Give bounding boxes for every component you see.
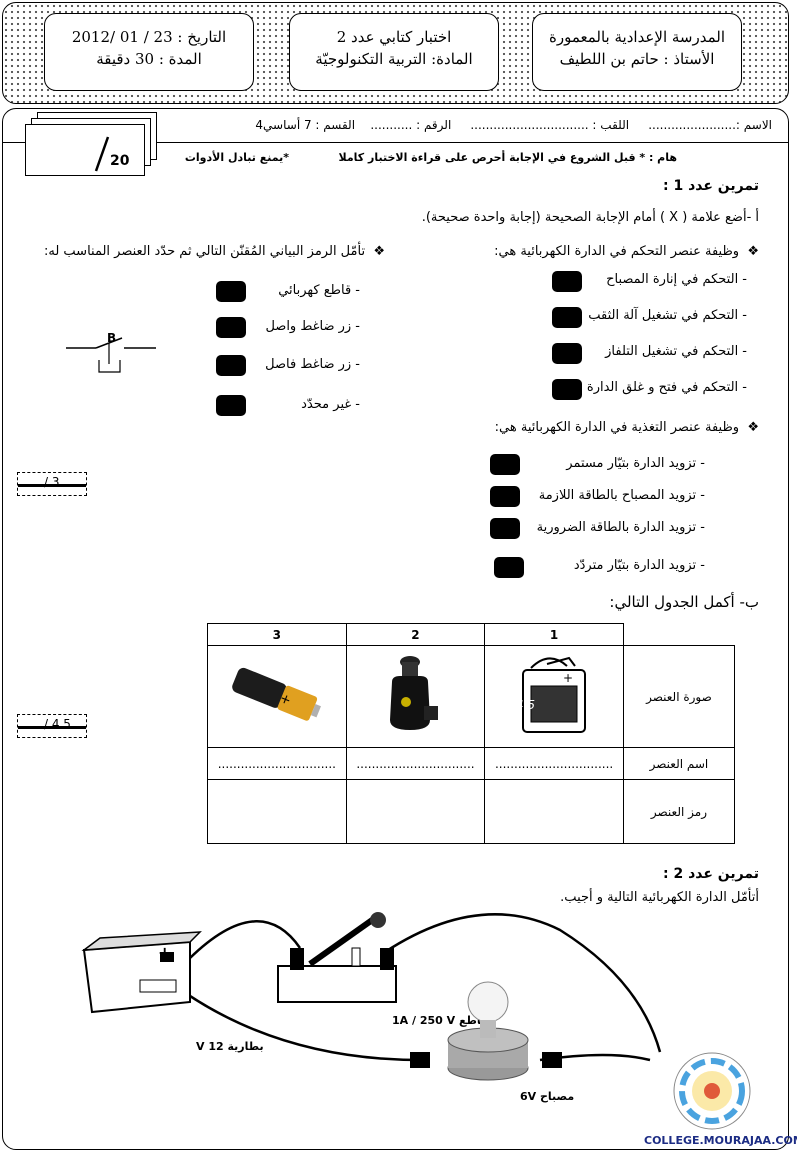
site-logo-icon <box>673 1052 751 1130</box>
exam-box: اختبار كتابي عدد 2 المادة: التربية التكن… <box>289 13 499 91</box>
score-box-b: / 4.5 <box>17 714 87 738</box>
flat-battery-image: 4.5 V + <box>504 656 587 733</box>
exam-title: اختبار كتابي عدد 2 <box>336 28 452 46</box>
exam-subject: المادة: التربية التكنولوجيّة <box>315 50 473 68</box>
q2-option-2: - زر ضاغط واصل <box>265 319 360 334</box>
q1-option-2: - التحكم في تشغيل آلة الثقب <box>588 308 747 323</box>
table-corner <box>623 624 734 646</box>
instruction-note: *يمنع تبادل الأدوات <box>184 151 289 164</box>
row-label-image: صورة العنصر <box>622 645 736 748</box>
wire-battery-switch <box>189 920 302 959</box>
lamp <box>410 981 562 1081</box>
score-a: / 3 <box>44 475 60 489</box>
q2-question-text: تأمّل الرمز البياني المُقنّن التالي ثم ح… <box>43 244 366 259</box>
cell-image-2 <box>345 645 486 748</box>
q3-option-3: - تزويد الدارة بالطاقة الضرورية <box>536 520 705 535</box>
q3-checkbox-4[interactable] <box>494 557 524 578</box>
school-name: المدرسة الإعدادية بالمعمورة <box>548 28 726 46</box>
q2-checkbox-3[interactable] <box>216 355 246 376</box>
exam-date: التاريخ : 23 / 01 /2012 <box>71 28 227 46</box>
name-cell-3[interactable]: ............................... <box>207 747 347 780</box>
car-battery: + <box>81 931 202 1014</box>
q2-option-3: - زر ضاغط فاصل <box>265 357 360 372</box>
q1-option-4: - التحكم في فتح و غلق الدارة <box>586 380 747 395</box>
cell-image-1: 4.5 V + <box>484 645 624 748</box>
number-field[interactable]: الرقم : ........... <box>370 118 452 132</box>
exercise1-part-b: ب- أكمل الجدول التالي: <box>609 593 759 611</box>
exercise1-part-a: أ -أضع علامة ( X ) أمام الإجابة الصحيحة … <box>421 210 759 225</box>
switch-label: قاطع 1A / 250 V <box>392 1014 488 1027</box>
q3-question: ❖ وظيفة عنصر التغذية في الدارة الكهربائي… <box>494 420 759 435</box>
cylindrical-battery-image: + <box>232 667 321 721</box>
table-header-2: 2 <box>345 623 486 646</box>
flat-battery-plus: + <box>563 671 573 685</box>
teacher-name: الأستاذ : حاتم بن اللطيف <box>559 50 715 68</box>
q3-option-2: - تزويد المصباح بالطاقة اللازمة <box>538 488 705 503</box>
symbol-cell-2[interactable] <box>345 779 486 844</box>
q1-question-text: وظيفة عنصر التحكم في الدارة الكهربائية ه… <box>494 244 740 259</box>
q2-option-4: - غير محدّد <box>301 397 360 412</box>
q1-checkbox-3[interactable] <box>552 343 582 364</box>
class-field: القسم : 7 أساسي4 <box>255 118 356 132</box>
name-cell-2[interactable]: ............................... <box>345 747 486 780</box>
q3-question-text: وظيفة عنصر التغذية في الدارة الكهربائية … <box>494 420 740 435</box>
name-cell-1[interactable]: ............................... <box>484 747 624 780</box>
watermark-text: COLLEGE.MOURAJAA.COM <box>644 1134 797 1147</box>
score-slash <box>94 136 110 172</box>
student-info: الاسم :....................... اللقب : .… <box>160 118 772 132</box>
push-button-symbol <box>66 337 156 373</box>
wire-switch-lamp-top <box>384 913 662 1053</box>
score-box-a: / 3 <box>17 472 87 496</box>
cyl-battery-plus: + <box>277 691 293 709</box>
q3-option-4: - تزويد الدارة بتيّار متردّد <box>573 558 705 573</box>
q3-checkbox-2[interactable] <box>490 486 520 507</box>
instruction-main: هام : * قبل الشروع في الإجابة أحرص على ق… <box>338 151 677 164</box>
symbol-cell-1[interactable] <box>484 779 624 844</box>
q1-option-3: - التحكم في تشغيل التلفاز <box>605 344 747 359</box>
row-label-symbol: رمز العنصر <box>622 779 736 844</box>
cell-image-3: + <box>207 645 347 748</box>
q1-option-1: - التحكم في إنارة المصباح <box>606 272 747 287</box>
q2-option-1: - قاطع كهربائي <box>278 283 360 298</box>
exercise2-title: تمرين عدد 2 : <box>662 866 759 882</box>
q2-checkbox-1[interactable] <box>216 281 246 302</box>
q3-checkbox-1[interactable] <box>490 454 520 475</box>
lamp-label: مصباح 6V <box>520 1090 574 1103</box>
q3-checkbox-3[interactable] <box>490 518 520 539</box>
q2-checkbox-2[interactable] <box>216 317 246 338</box>
q1-checkbox-4[interactable] <box>552 379 582 400</box>
name-field[interactable]: الاسم :....................... <box>648 118 772 132</box>
exam-duration: المدة : 30 دقيقة <box>96 50 202 68</box>
surname-field[interactable]: اللقب : ............................... <box>470 118 630 132</box>
score-sheet: 20 <box>25 124 145 176</box>
exercise2-instruction: أتأمّل الدارة الكهربائية التالية و أجيب. <box>560 890 759 905</box>
q3-option-1: - تزويد الدارة بتيّار مستمر <box>566 456 705 471</box>
flat-battery-label: 4.5 V <box>509 698 535 712</box>
row-label-name: اسم العنصر <box>622 747 736 780</box>
school-box: المدرسة الإعدادية بالمعمورة الأستاذ : حا… <box>532 13 742 91</box>
lamp-holder-image <box>390 656 439 730</box>
battery-label: بطارية 12 V <box>196 1040 264 1053</box>
main-frame <box>2 108 789 1150</box>
score-b: / 4.5 <box>44 717 71 731</box>
table-header-1: 1 <box>484 623 624 646</box>
symbol-cell-3[interactable] <box>207 779 347 844</box>
date-box: التاريخ : 23 / 01 /2012 المدة : 30 دقيقة <box>44 13 254 91</box>
exercise1-title: تمرين عدد 1 : <box>662 178 759 194</box>
q1-checkbox-1[interactable] <box>552 271 582 292</box>
knife-switch <box>277 912 397 1003</box>
info-divider <box>2 142 789 143</box>
q2-question: ❖ تأمّل الرمز البياني المُقنّن التالي ثم… <box>43 244 385 259</box>
elements-table: 1 2 3 صورة العنصر 4.5 V + <box>207 623 736 844</box>
q1-checkbox-2[interactable] <box>552 307 582 328</box>
symbol-label: B <box>107 331 117 345</box>
header: المدرسة الإعدادية بالمعمورة الأستاذ : حا… <box>2 2 789 104</box>
table-header-3: 3 <box>207 623 347 646</box>
total-score: 20 <box>110 153 130 169</box>
q1-question: ❖ وظيفة عنصر التحكم في الدارة الكهربائية… <box>494 244 759 259</box>
circuit-diagram: + بطارية 12 V قاطع 1A / 250 V مصباح 6V <box>81 912 662 1103</box>
q2-checkbox-4[interactable] <box>216 395 246 416</box>
